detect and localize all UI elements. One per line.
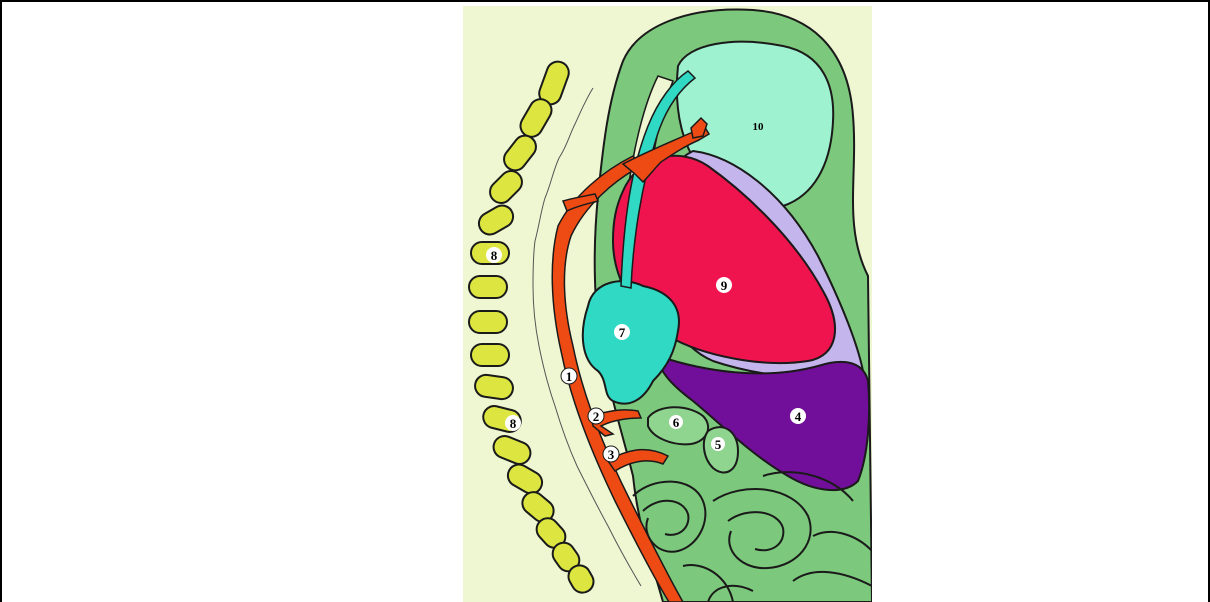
svg-text:9: 9 (721, 278, 728, 293)
vertebra (471, 344, 509, 366)
svg-text:4: 4 (795, 409, 802, 424)
svg-text:1: 1 (566, 369, 573, 384)
label-2: 2 (588, 408, 604, 424)
vertebra (469, 311, 507, 333)
svg-text:7: 7 (619, 325, 626, 340)
svg-text:2: 2 (593, 409, 600, 424)
embryo-sagittal-section-diagram: 1 2 3 4 5 6 7 8 8 9 10 (463, 6, 872, 602)
label-3: 3 (603, 446, 619, 462)
svg-text:3: 3 (608, 447, 615, 462)
label-10: 10 (753, 121, 765, 133)
svg-text:10: 10 (753, 121, 765, 133)
svg-text:8: 8 (491, 248, 498, 263)
vertebra (469, 276, 507, 298)
label-7: 7 (614, 324, 630, 340)
label-9: 9 (716, 277, 732, 293)
label-8-upper: 8 (486, 247, 502, 263)
svg-text:6: 6 (673, 415, 680, 430)
label-8-lower: 8 (505, 415, 521, 431)
svg-text:8: 8 (510, 416, 517, 431)
svg-text:5: 5 (715, 437, 722, 452)
label-1: 1 (561, 368, 577, 384)
label-4: 4 (790, 408, 806, 424)
